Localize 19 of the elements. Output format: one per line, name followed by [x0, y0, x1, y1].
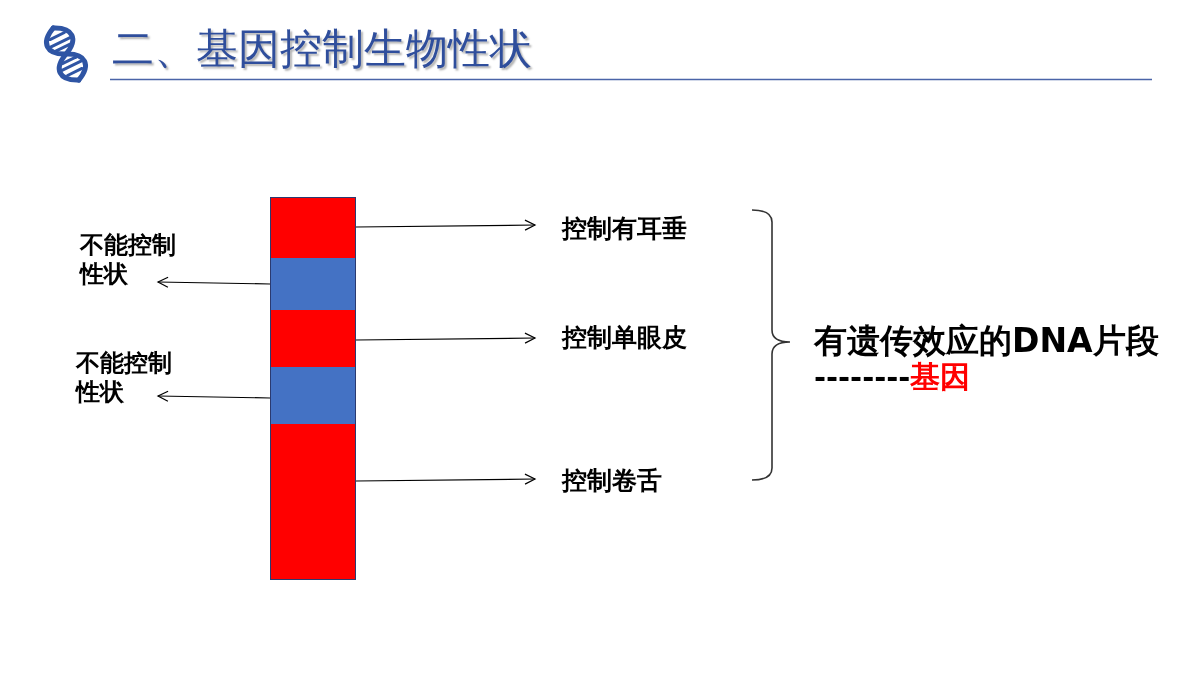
definition-text: 有遗传效应的DNA片段 [814, 321, 1159, 360]
arrow [355, 219, 536, 231]
arrow [157, 276, 271, 288]
bar-segment [270, 424, 356, 580]
label-text: 控制卷舌 [562, 466, 662, 496]
arrow [355, 332, 536, 344]
bar-segment [270, 367, 356, 424]
arrow [157, 390, 271, 402]
label-text: 控制有耳垂 [562, 214, 687, 244]
label-text: 控制单眼皮 [562, 323, 687, 353]
arrow [355, 473, 536, 485]
label-text: 不能控制性状 [76, 349, 178, 407]
bar-segment [270, 197, 356, 258]
highlight-text: 基因 [910, 358, 971, 394]
title: 二、基因控制生物性状 [112, 24, 532, 75]
label-text: 不能控制性状 [80, 231, 182, 289]
dash-text: -------- [814, 359, 911, 394]
bar-segment [270, 310, 356, 367]
bar-segment [270, 258, 356, 310]
